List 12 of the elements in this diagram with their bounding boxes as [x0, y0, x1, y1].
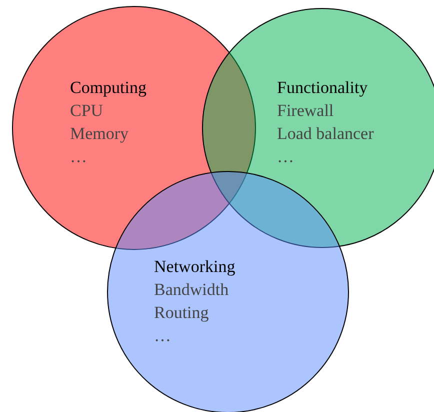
circle-heading: Computing	[70, 77, 147, 99]
list-item: Routing	[154, 302, 209, 324]
list-item: Firewall	[277, 100, 334, 122]
list-item: …	[70, 146, 87, 168]
list-item: Memory	[70, 123, 129, 145]
list-item: …	[277, 146, 294, 168]
list-item: CPU	[70, 100, 104, 122]
circle-heading: Functionality	[277, 77, 368, 99]
circle-heading: Networking	[154, 256, 236, 278]
list-item: Bandwidth	[154, 279, 229, 301]
list-item: Load balancer	[277, 123, 374, 145]
list-item: …	[154, 325, 171, 347]
